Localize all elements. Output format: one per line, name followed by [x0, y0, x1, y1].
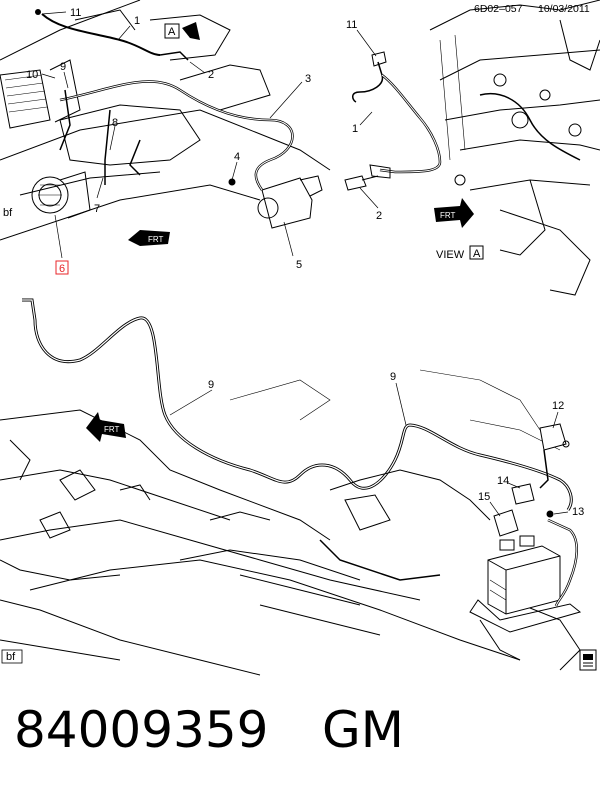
callout-13: 13	[572, 506, 584, 518]
callout-9-left: 9	[208, 379, 214, 391]
svg-text:FRT: FRT	[104, 425, 120, 434]
callout-11: 11	[70, 7, 81, 19]
callout-7: 7	[94, 203, 100, 215]
highlight-box-6	[55, 260, 69, 275]
callout-1-view-a: 1	[352, 123, 358, 135]
part-number: 84009359	[14, 701, 269, 759]
callout-2: 2	[208, 69, 214, 81]
callout-2-view-a: 2	[376, 210, 382, 222]
callout-10: 10	[26, 69, 38, 81]
callout-15: 15	[478, 491, 490, 503]
bf-tag-box	[1, 649, 23, 664]
callout-3: 3	[305, 73, 311, 85]
wiring-diagram: 6D02–057 10/03/2011	[0, 0, 600, 676]
front-arrow-icon: FRT	[434, 198, 474, 228]
underbody-illustration	[0, 298, 582, 676]
callout-9: 9	[60, 61, 66, 73]
brand-name: GM	[322, 701, 404, 759]
engine-bay-illustration	[0, 0, 331, 241]
callout-5: 5	[296, 259, 302, 271]
callout-1: 1	[134, 15, 140, 27]
callout-4: 4	[234, 151, 240, 163]
view-a-illustration	[344, 0, 600, 296]
callouts-top-right	[356, 29, 379, 209]
view-a-box	[469, 245, 484, 260]
view-a-letter: A	[473, 248, 481, 260]
front-arrow-icon: FRT	[128, 230, 170, 246]
callout-9-right: 9	[390, 371, 396, 383]
view-a-arrow-icon: A	[164, 22, 200, 40]
tag-bf-small: bf	[3, 207, 13, 219]
svg-text:FRT: FRT	[148, 235, 164, 244]
svg-text:A: A	[168, 26, 176, 38]
bf-tag: bf	[6, 651, 16, 663]
svg-text:FRT: FRT	[440, 211, 456, 220]
callout-8: 8	[112, 117, 118, 129]
callout-11-view-a: 11	[346, 19, 357, 31]
callout-14: 14	[497, 475, 509, 487]
front-arrow-icon: FRT	[86, 412, 126, 442]
callouts-bottom	[169, 382, 569, 517]
view-a-label: VIEW	[436, 249, 465, 261]
manual-book-icon	[579, 649, 597, 671]
callout-12: 12	[552, 400, 564, 412]
callouts-top-left	[41, 11, 303, 259]
callout-6: 6	[59, 263, 65, 275]
